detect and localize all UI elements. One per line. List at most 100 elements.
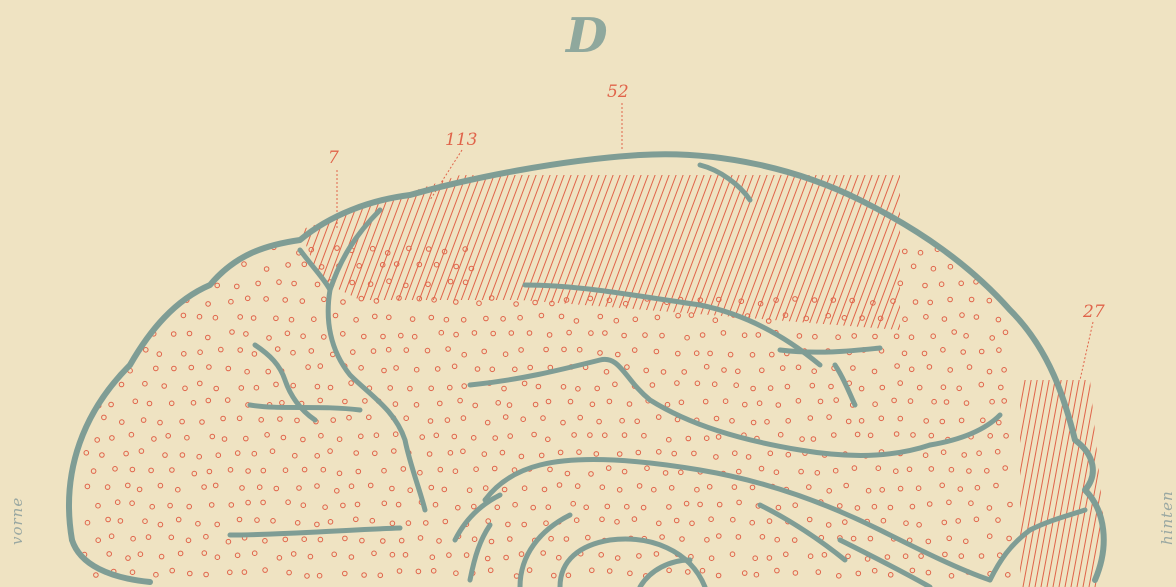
stipple-dot <box>452 434 457 439</box>
stipple-dot <box>942 317 947 322</box>
stipple-dot <box>115 500 120 505</box>
stipple-dot <box>872 568 877 573</box>
stipple-dot <box>240 486 245 491</box>
stipple-dot <box>390 552 395 557</box>
stipple-dot <box>559 314 564 319</box>
stipple-dot <box>757 401 762 406</box>
stipple-dot <box>816 570 821 575</box>
stipple-dot <box>102 415 107 420</box>
stipple-dot <box>428 419 433 424</box>
stipple-dot <box>202 485 207 490</box>
stipple-dot <box>105 485 110 490</box>
stipple-dot <box>188 571 193 576</box>
stipple-dot <box>322 297 327 302</box>
stipple-dot <box>800 437 805 442</box>
stipple-dot <box>484 316 489 321</box>
stipple-dot <box>522 522 527 527</box>
stipple-dot <box>362 573 367 578</box>
stipple-dot <box>229 503 234 508</box>
stipple-dot <box>210 434 215 439</box>
stipple-dot <box>235 284 240 289</box>
stipple-dot <box>654 349 659 354</box>
stipple-dot <box>438 401 443 406</box>
stipple-dot <box>185 435 190 440</box>
stipple-dot <box>548 467 553 472</box>
stipple-dot <box>343 536 348 541</box>
stipple-dot <box>245 296 250 301</box>
stipple-dot <box>408 386 413 391</box>
stipple-dot <box>394 366 399 371</box>
stipple-dot <box>170 568 175 573</box>
stipple-dot <box>918 250 923 255</box>
stipple-dot <box>130 501 135 506</box>
stipple-dot <box>130 570 135 575</box>
stipple-dot <box>834 398 839 403</box>
stipple-dot <box>445 418 450 423</box>
stipple-dot <box>172 366 177 371</box>
stipple-dot <box>483 486 488 491</box>
stipple-dot <box>846 554 851 559</box>
stipple-dot <box>169 401 174 406</box>
stipple-dot <box>410 317 415 322</box>
stipple-dot <box>399 538 404 543</box>
stipple-dot <box>252 352 257 357</box>
stipple-dot <box>109 534 114 539</box>
stipple-dot <box>235 451 240 456</box>
stipple-dot <box>894 469 899 474</box>
stipple-dot <box>252 551 257 556</box>
stipple-dot <box>354 451 359 456</box>
stipple-dot <box>371 349 376 354</box>
stipple-dot <box>196 283 201 288</box>
stipple-dot <box>192 471 197 476</box>
stipple-dot <box>997 420 1002 425</box>
stipple-dot <box>904 521 909 526</box>
stipple-dot <box>605 504 610 509</box>
stipple-dot <box>351 350 356 355</box>
stipple-dot <box>216 453 221 458</box>
side-label-front: vorne <box>8 497 26 545</box>
stipple-dot <box>235 553 240 558</box>
stipple-dot <box>541 416 546 421</box>
stipple-dot <box>119 348 124 353</box>
stipple-dot <box>704 436 709 441</box>
stipple-dot <box>219 347 224 352</box>
stipple-dot <box>709 556 714 561</box>
stipple-dot <box>704 364 709 369</box>
stipple-dot <box>532 432 537 437</box>
stipple-dot <box>859 386 864 391</box>
stipple-dot <box>189 267 194 272</box>
stipple-dot <box>286 500 291 505</box>
stipple-dot <box>598 351 603 356</box>
stipple-dot <box>382 468 387 473</box>
stipple-dot <box>879 416 884 421</box>
stipple-dot <box>926 539 931 544</box>
stipple-dot <box>544 347 549 352</box>
stipple-dot <box>246 500 251 505</box>
stipple-dot <box>528 365 533 370</box>
stipple-dot <box>471 436 476 441</box>
stipple-dot <box>289 317 294 322</box>
stipple-dot <box>633 317 638 322</box>
stipple-dot <box>940 483 945 488</box>
stipple-dot <box>91 469 96 474</box>
stipple-dot <box>485 420 490 425</box>
stipple-dot <box>302 262 307 267</box>
stipple-dot <box>226 539 231 544</box>
stipple-dot <box>796 399 801 404</box>
stipple-dot <box>318 364 323 369</box>
stipple-dot <box>429 315 434 320</box>
stipple-dot <box>143 519 148 524</box>
stipple-dot <box>474 467 479 472</box>
stipple-dot <box>496 401 501 406</box>
stipple-dot <box>359 434 364 439</box>
stipple-dot <box>655 315 660 320</box>
stipple-dot <box>888 505 893 510</box>
stipple-dot <box>660 535 665 540</box>
stipple-dot <box>751 386 756 391</box>
hatch-line <box>1023 370 1063 587</box>
stipple-dot <box>300 299 305 304</box>
stipple-dot <box>349 484 354 489</box>
stipple-dot <box>180 419 185 424</box>
stipple-dot <box>214 386 219 391</box>
